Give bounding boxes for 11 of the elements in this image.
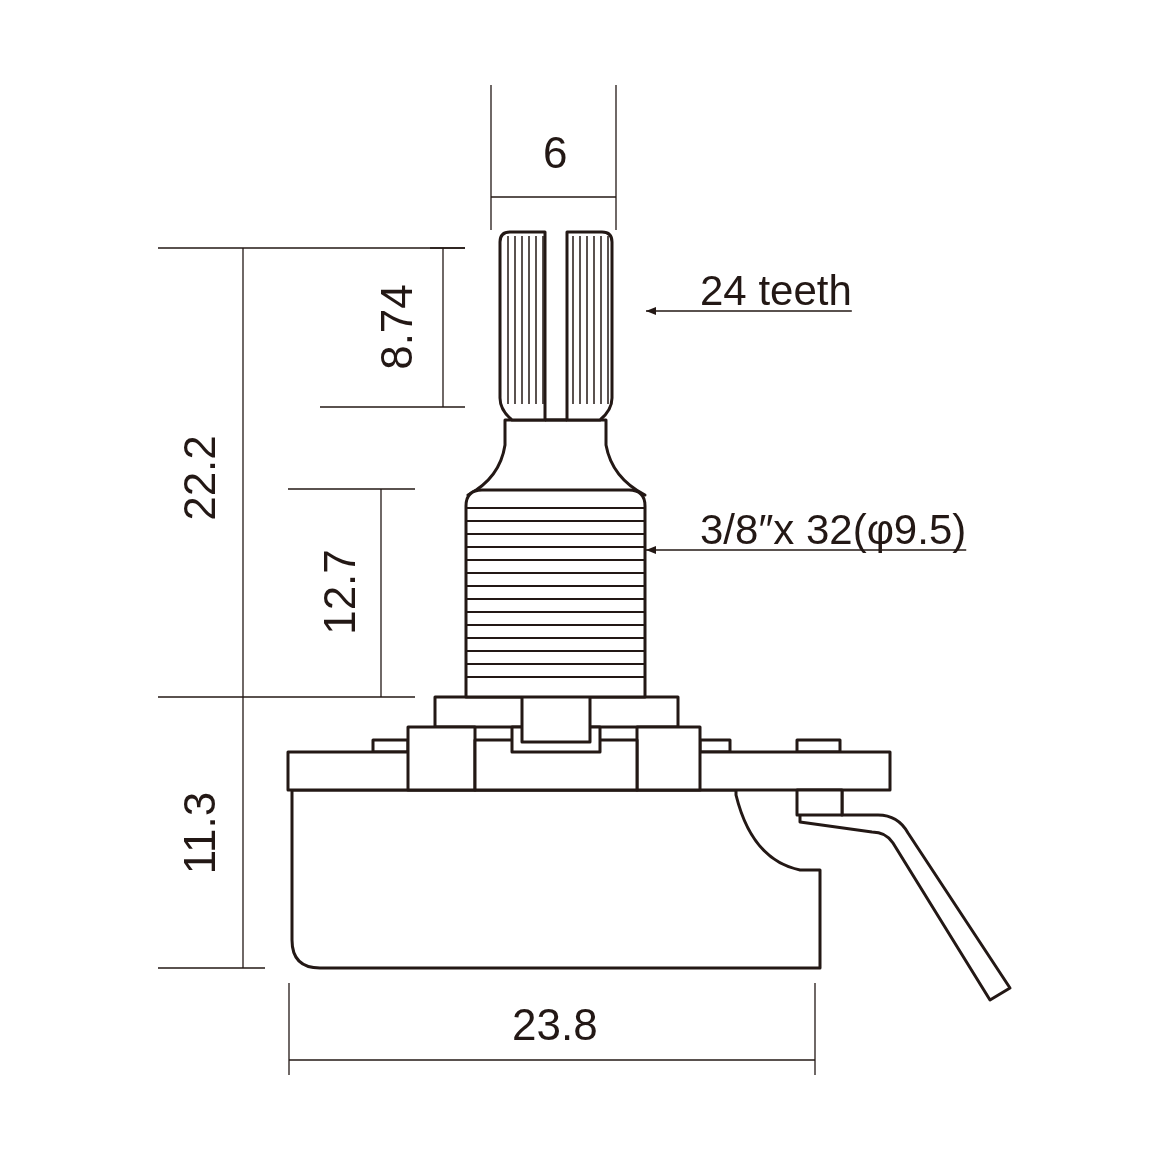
dimension-label: 12.7 xyxy=(317,549,362,635)
dimension-label: 6 xyxy=(543,131,568,175)
dimension-label: 22.2 xyxy=(177,435,222,521)
dimension-label: 23.8 xyxy=(512,1003,598,1047)
dimension-label: 8.74 xyxy=(374,284,419,370)
leader-arrow xyxy=(645,307,853,315)
leader-arrow xyxy=(645,546,967,554)
dimension-label: 11.3 xyxy=(178,791,223,875)
callout-text: 3/8″x 32(φ9.5) xyxy=(700,509,967,551)
callout-text: 24 teeth xyxy=(700,270,852,312)
knurled-shaft-drawing xyxy=(466,230,647,497)
